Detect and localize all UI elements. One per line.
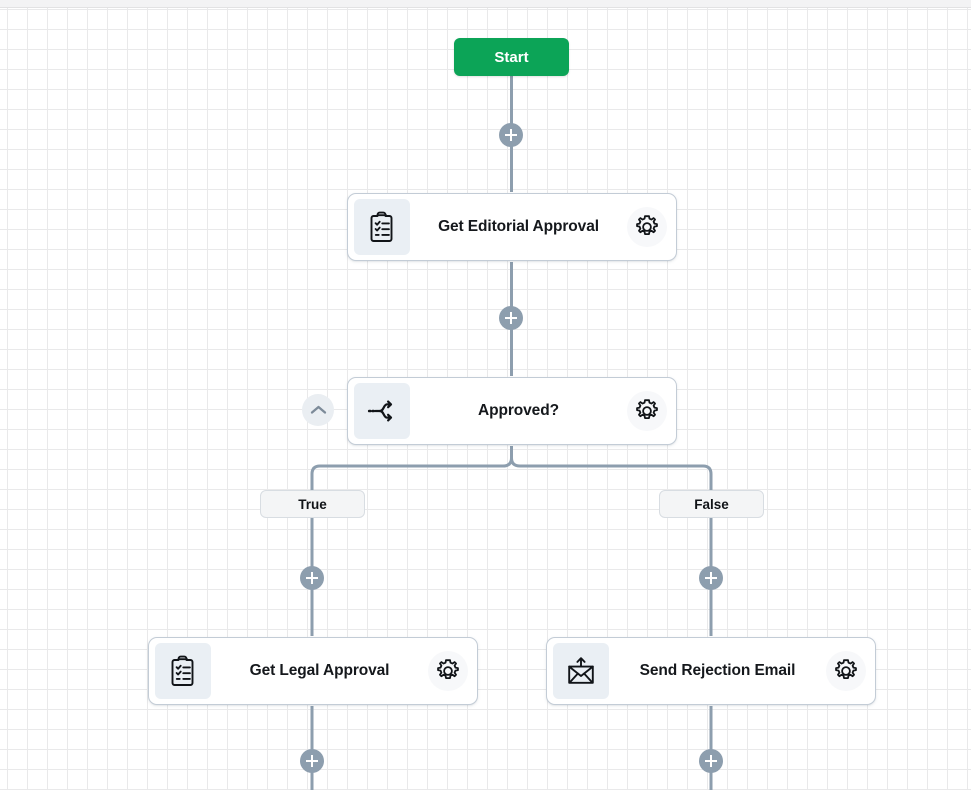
node-title: Get Legal Approval — [249, 662, 390, 679]
add-step-button-after-rejection-email[interactable] — [699, 749, 723, 773]
collapse-branch-button[interactable] — [302, 394, 334, 426]
gear-icon[interactable] — [428, 651, 468, 691]
add-step-button-true-branch[interactable] — [300, 566, 324, 590]
add-step-button-after-legal-approval[interactable] — [300, 749, 324, 773]
node-title: Send Rejection Email — [639, 662, 796, 679]
branch-label-text: False — [694, 496, 729, 512]
node-get-legal-approval[interactable]: Get Legal Approval — [148, 637, 478, 705]
send-email-icon — [553, 643, 609, 699]
branch-label-text: True — [298, 496, 327, 512]
top-edge-strip — [0, 0, 971, 8]
gear-icon[interactable] — [627, 207, 667, 247]
node-title: Get Editorial Approval — [438, 218, 599, 235]
branch-label-true[interactable]: True — [260, 490, 365, 518]
clipboard-checklist-icon — [155, 643, 211, 699]
add-step-button-false-branch[interactable] — [699, 566, 723, 590]
node-send-rejection-email[interactable]: Send Rejection Email — [546, 637, 876, 705]
gear-icon[interactable] — [826, 651, 866, 691]
chevron-up-icon — [310, 405, 326, 414]
add-step-button-after-editorial-approval[interactable] — [499, 306, 523, 330]
node-approved-condition[interactable]: Approved? — [347, 377, 677, 445]
branch-label-false[interactable]: False — [659, 490, 764, 518]
start-label: Start — [494, 48, 529, 66]
node-get-editorial-approval[interactable]: Get Editorial Approval — [347, 193, 677, 261]
clipboard-checklist-icon — [354, 199, 410, 255]
edge-split-bus-left — [310, 457, 513, 636]
node-title: Approved? — [478, 402, 559, 419]
add-step-button-after-start[interactable] — [499, 123, 523, 147]
branch-split-icon — [354, 383, 410, 439]
gear-icon[interactable] — [627, 391, 667, 431]
start-node[interactable]: Start — [454, 38, 569, 76]
edge-split-bus-right — [510, 457, 713, 636]
